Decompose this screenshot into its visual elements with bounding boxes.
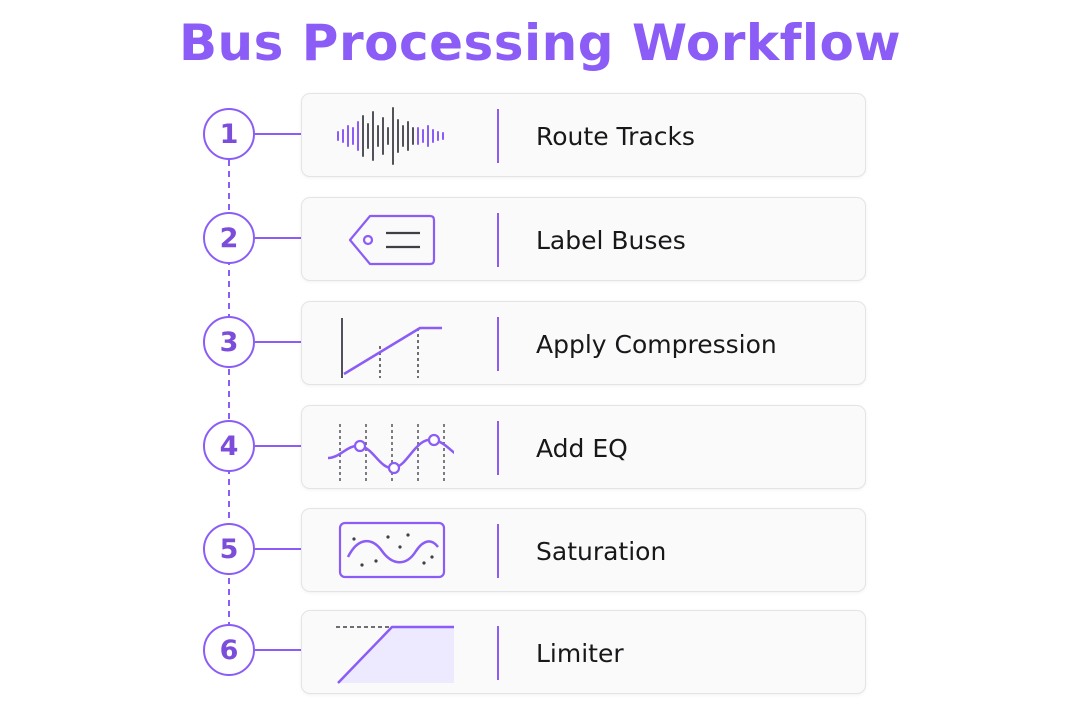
step-card[interactable]: Route Tracks (301, 93, 866, 177)
step-card[interactable]: Label Buses (301, 197, 866, 281)
step-number-badge: 1 (203, 108, 255, 160)
step-card[interactable]: Add EQ (301, 405, 866, 489)
card-divider (497, 213, 499, 267)
card-divider (497, 317, 499, 371)
step-number-badge: 4 (203, 420, 255, 472)
step-card[interactable]: Apply Compression (301, 301, 866, 385)
card-divider (497, 421, 499, 475)
compression-curve-icon (341, 318, 442, 378)
step-label: Route Tracks (536, 121, 695, 151)
step-connector (255, 133, 301, 135)
step-label: Add EQ (536, 433, 628, 463)
step-connector (255, 445, 301, 447)
step-number-badge: 5 (203, 523, 255, 575)
card-divider (497, 109, 499, 163)
saturation-icon (338, 521, 446, 579)
page-title: Bus Processing Workflow (178, 14, 902, 72)
waveform-icon (337, 107, 444, 165)
step-label: Apply Compression (536, 329, 777, 359)
tag-icon (348, 214, 436, 266)
step-connector (255, 341, 301, 343)
step-connector (255, 548, 301, 550)
limiter-icon (336, 625, 454, 684)
step-connector (255, 649, 301, 651)
step-label: Saturation (536, 536, 667, 566)
step-number-badge: 6 (203, 624, 255, 676)
eq-curve-icon (328, 424, 454, 482)
step-card[interactable]: Limiter (301, 610, 866, 694)
step-number-badge: 3 (203, 316, 255, 368)
card-divider (497, 626, 499, 680)
step-label: Limiter (536, 638, 624, 668)
card-divider (497, 524, 499, 578)
step-card[interactable]: Saturation (301, 508, 866, 592)
step-label: Label Buses (536, 225, 686, 255)
step-number-badge: 2 (203, 212, 255, 264)
step-connector (255, 237, 301, 239)
